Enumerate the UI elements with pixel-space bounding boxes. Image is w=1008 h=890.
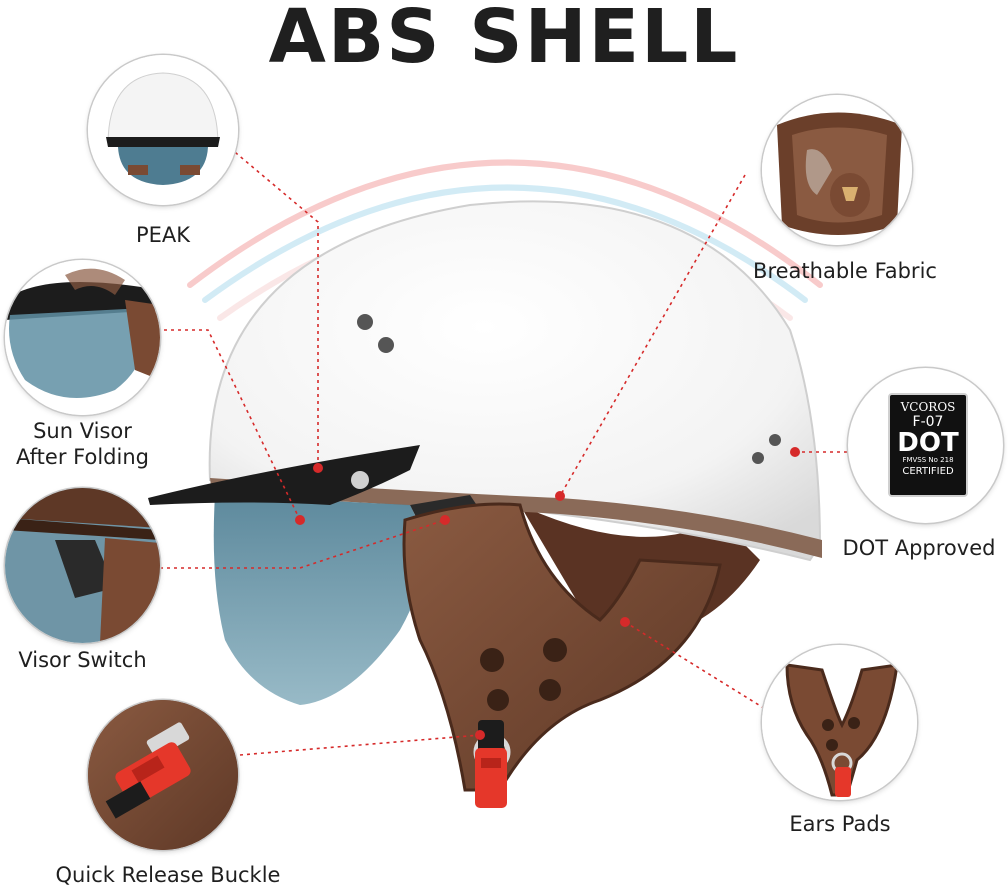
visor-switch-label: Visor Switch <box>18 648 147 672</box>
dot-approved-callout-image: VCOROS F-07 DOT FMVSS No 218 CERTIFIED <box>848 368 1003 523</box>
sun-visor-label-line2: After Folding <box>16 445 149 469</box>
quick-release-buckle <box>473 720 511 808</box>
dot-certified: CERTIFIED <box>902 466 954 477</box>
dot-standard: FMVSS No 218 <box>902 456 954 464</box>
ear-pads-label: Ears Pads <box>789 812 891 836</box>
sun-visor-callout-image <box>5 260 160 415</box>
peak-label: PEAK <box>135 223 191 247</box>
dot-sticker: VCOROS F-07 DOT FMVSS No 218 CERTIFIED <box>888 393 968 497</box>
sun-visor-label: Sun Visor After Folding <box>0 418 165 470</box>
ear-pads-callout-image <box>762 645 917 800</box>
page-title: ABS SHELL <box>268 0 740 80</box>
dot-brand: VCOROS <box>900 400 956 414</box>
breathable-fabric-label: Breathable Fabric <box>753 259 937 283</box>
dot-approved-label: DOT Approved <box>842 536 996 560</box>
dot-mark: DOT <box>897 428 959 458</box>
quick-release-callout-image <box>88 700 238 850</box>
sun-visor <box>213 495 423 705</box>
peak-callout-image <box>88 55 238 205</box>
dot-model: F-07 <box>912 414 944 430</box>
quick-release-label: Quick Release Buckle <box>55 863 281 887</box>
sun-visor-label-line1: Sun Visor <box>33 419 132 443</box>
visor-switch-callout-image <box>5 488 160 643</box>
helmet-rim <box>210 478 822 558</box>
breathable-fabric-callout-image <box>762 95 912 245</box>
